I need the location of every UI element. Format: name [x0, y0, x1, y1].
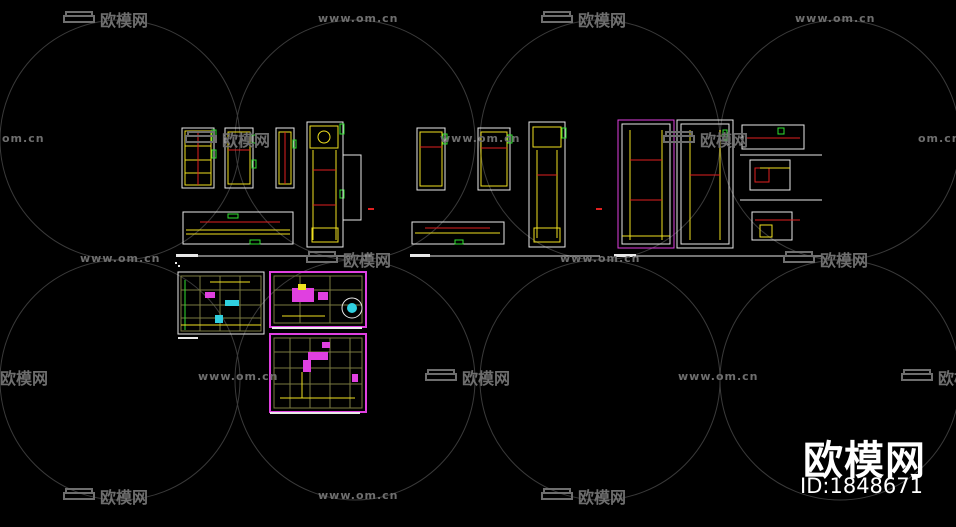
watermark-brand: 欧模网: [938, 369, 956, 388]
elevation-group-2: [410, 121, 602, 257]
watermark-url: www.om.cn: [440, 132, 521, 145]
watermark-url: www.om.cn: [80, 252, 161, 265]
watermark-brand: 欧模网: [100, 11, 148, 30]
watermark-layer: 欧模网 www.om.cn 欧模网 www.om.cn om.cn 欧模网 ww…: [0, 11, 956, 507]
watermark-url-partial: om.cn: [2, 132, 45, 145]
watermark-brand: 欧模网: [462, 369, 510, 388]
watermark-url-partial: om.cn: [918, 132, 956, 145]
marker-dots: [175, 262, 180, 267]
watermark-url: www.om.cn: [795, 12, 876, 25]
watermark-circles: [0, 19, 956, 501]
watermark-url: www.om.cn: [198, 370, 279, 383]
watermark-brand: 欧模网: [700, 131, 748, 150]
brand-logo-text: 欧模网: [803, 438, 926, 484]
watermark-brand: 欧模网: [578, 11, 626, 30]
floor-plan-3: [269, 333, 367, 414]
model-id-label: ID:1848671: [800, 474, 923, 498]
watermark-brand: 欧模网: [0, 369, 48, 388]
watermark-brand: 欧模网: [578, 488, 626, 507]
watermark-url: www.om.cn: [560, 252, 641, 265]
watermark-url: www.om.cn: [318, 489, 399, 502]
watermark-sofa-icons: [63, 11, 933, 500]
watermark-brand: 欧模网: [343, 251, 391, 270]
watermark-url: www.om.cn: [318, 12, 399, 25]
floor-plan-1: [177, 271, 265, 339]
elevation-group-1: [176, 121, 374, 257]
watermark-brand: 欧模网: [820, 251, 868, 270]
watermark-url: www.om.cn: [678, 370, 759, 383]
watermark-brand: 欧模网: [222, 131, 270, 150]
watermark-brand: 欧模网: [100, 488, 148, 507]
floor-plan-2: [269, 271, 367, 329]
